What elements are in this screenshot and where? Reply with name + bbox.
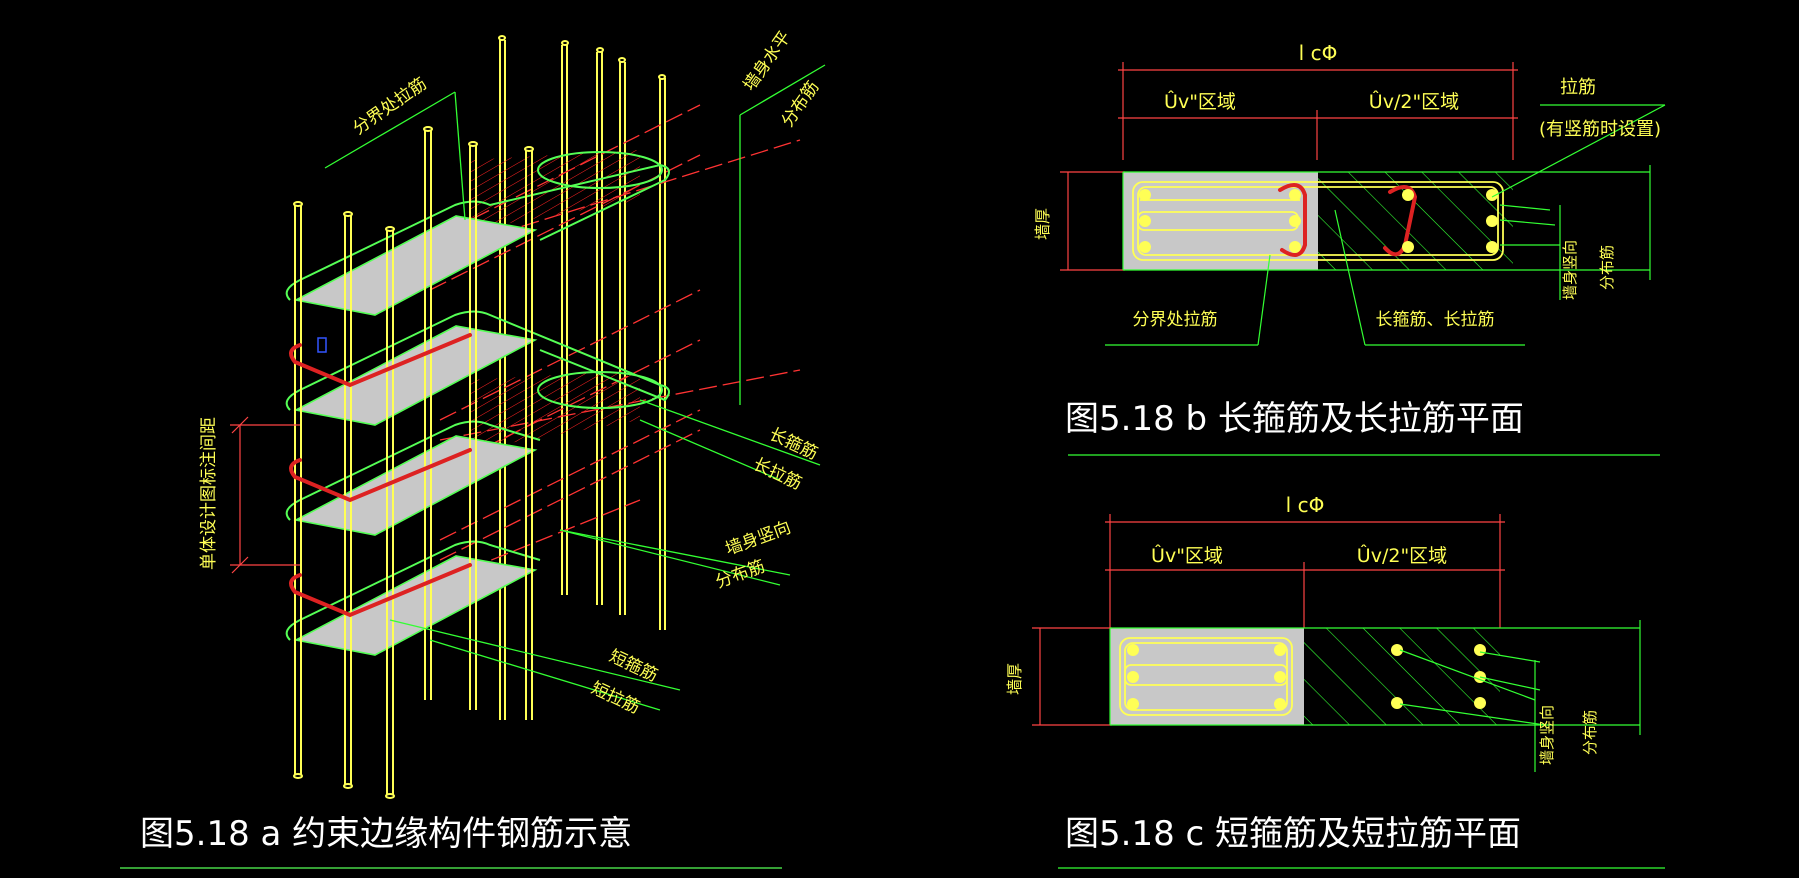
fig-c-dimensions xyxy=(1032,514,1505,726)
label-wall-horizontal: 墙身水平 xyxy=(740,28,795,95)
fig-a-title: 图5.18 a 约束边缘构件钢筋示意 xyxy=(140,814,632,854)
fig-b-dim-region-2: Ûv/2"区域 xyxy=(1369,89,1459,113)
label-short-tie: 短拉筋 xyxy=(588,678,643,718)
column-bars xyxy=(293,126,534,799)
fig-a-leaders xyxy=(324,64,826,711)
label-spacing-note: 单体设计图标注间距 xyxy=(199,417,219,570)
fig-c-leaders xyxy=(1058,649,1665,869)
fig-b-stirrups xyxy=(1132,181,1504,261)
fig-b-plan: l cΦ Ûv"区域 Ûv/2"区域 墙厚 xyxy=(1033,41,1666,456)
hatch-region-lower xyxy=(470,370,640,450)
fig-c-dim-region-2: Ûv/2"区域 xyxy=(1357,543,1447,567)
fig-c-stirrups xyxy=(1119,637,1293,716)
fig-b-leaders xyxy=(1068,104,1666,456)
fig-b-tie-hooks xyxy=(1278,183,1418,257)
fig-b-boundary-tie: 分界处拉筋 xyxy=(1133,310,1218,330)
fig-b-tie-label: 拉筋 xyxy=(1560,77,1596,98)
fig-c-dim-total: l cΦ xyxy=(1286,493,1325,517)
spacing-dimension xyxy=(230,416,300,574)
fig-b-wall-thickness: 墙厚 xyxy=(1033,208,1052,240)
label-short-stirrup: 短箍筋 xyxy=(606,646,661,686)
label-wall-vertical: 墙身竖向 xyxy=(723,518,794,560)
fig-b-bars xyxy=(1139,189,1498,253)
label-distribution-1: 分布筋 xyxy=(778,78,824,131)
fig-c-dim-region-1: Ûv"区域 xyxy=(1151,543,1223,567)
label-long-stirrup: 长箍筋 xyxy=(766,424,821,464)
fig-b-tie-note: (有竖筋时设置) xyxy=(1539,119,1661,140)
fig-c-plan: l cΦ Ûv"区域 Ûv/2"区域 墙厚 墙身竖向 xyxy=(1005,493,1665,869)
fig-c-wall-vertical: 墙身竖向 xyxy=(1538,705,1556,765)
fig-b-distribution: 分布筋 xyxy=(1598,245,1616,290)
fig-c-distribution: 分布筋 xyxy=(1581,710,1599,755)
blue-marker xyxy=(317,337,327,353)
fig-b-long-stirrup-tie: 长箍筋、长拉筋 xyxy=(1376,310,1495,330)
fig-b-dimensions xyxy=(1060,62,1518,271)
fig-b-hatched-zone xyxy=(1318,172,1513,270)
fig-b-dim-region-1: Ûv"区域 xyxy=(1164,89,1236,113)
fig-b-wall-vertical: 墙身竖向 xyxy=(1561,240,1579,300)
fig-c-bars xyxy=(1127,644,1486,710)
fig-c-boundary-zone xyxy=(1110,628,1304,725)
fig-a-isometric: 分界处拉筋 墙身水平 分布筋 长箍筋 长拉筋 墙身竖向 分布筋 短箍筋 短拉筋 … xyxy=(120,28,826,869)
fig-c-title: 图5.18 c 短箍筋及短拉筋平面 xyxy=(1065,814,1521,854)
fig-c-wall-thickness: 墙厚 xyxy=(1005,663,1024,695)
fig-b-dim-total: l cΦ xyxy=(1299,41,1338,65)
label-long-tie: 长拉筋 xyxy=(750,454,805,494)
fig-c-hatched-zone xyxy=(1304,628,1500,725)
long-tie-hooks xyxy=(289,333,472,618)
fig-b-title: 图5.18 b 长箍筋及长拉筋平面 xyxy=(1065,399,1524,439)
